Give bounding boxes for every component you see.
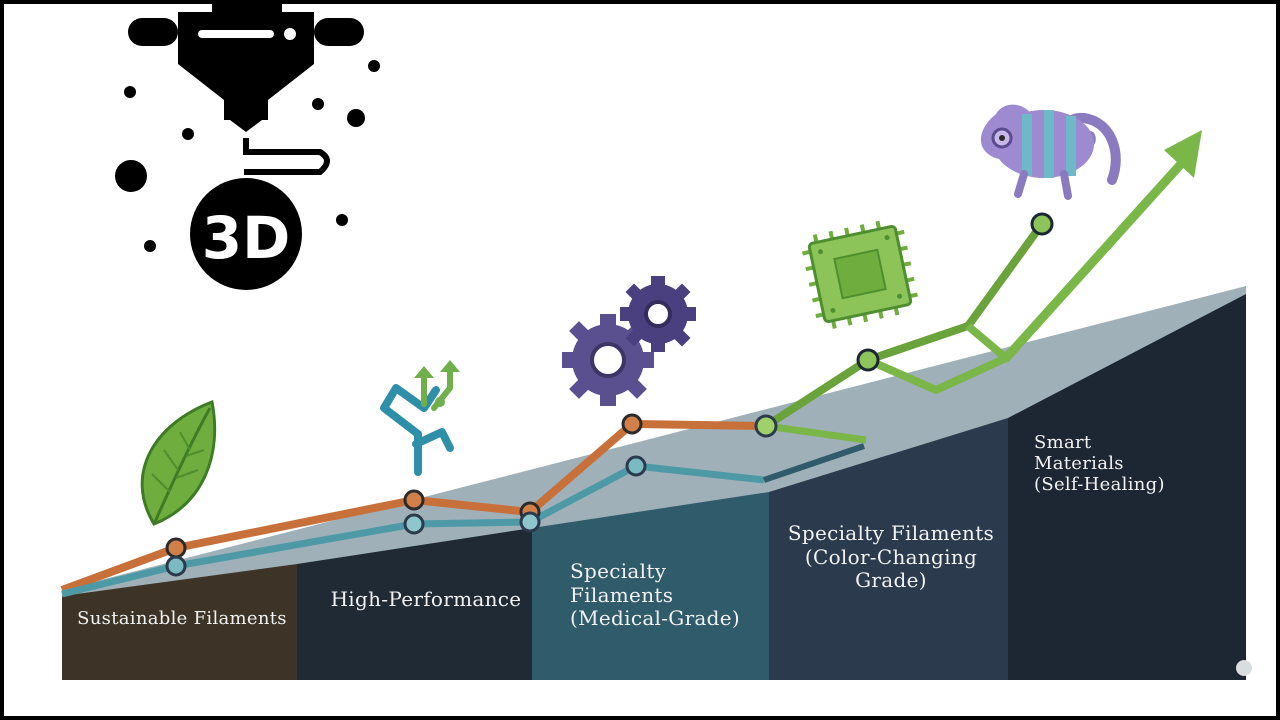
stage-label-color-changing: Specialty Filaments (Color-Changing Grad… bbox=[776, 521, 1006, 593]
green-growth-arrow bbox=[1001, 149, 1195, 363]
band-color-changing bbox=[769, 418, 1008, 680]
stage-label-medical-grade: Specialty Filaments (Medical-Grade) bbox=[570, 559, 770, 631]
branching-arrows-icon bbox=[380, 360, 460, 476]
label-line: Grade) bbox=[855, 568, 927, 593]
green-trend-line-branch bbox=[866, 322, 1010, 394]
corner-dot bbox=[1236, 660, 1252, 676]
teal-line-tail bbox=[763, 443, 865, 483]
stage-label-high-performance: High-Performance bbox=[304, 587, 548, 612]
band-sustainable bbox=[62, 564, 297, 680]
label-line: Specialty bbox=[570, 559, 667, 583]
label-line: (Self-Healing) bbox=[1034, 474, 1165, 496]
line-markers bbox=[165, 212, 1054, 577]
teal-trend-line bbox=[61, 462, 765, 598]
stage-label-smart-materials: Smart Materials (Self-Healing) bbox=[1034, 432, 1184, 496]
label-line: Specialty Filaments bbox=[787, 521, 995, 545]
label-line: Sustainable Filaments bbox=[77, 608, 287, 629]
stage-label-sustainable: Sustainable Filaments bbox=[64, 608, 300, 629]
green-trend-line-main bbox=[763, 221, 1046, 430]
label-line: High-Performance bbox=[330, 587, 522, 611]
growth-illustration: 3D bbox=[60, 4, 1252, 680]
label-line: Smart Materials bbox=[1034, 432, 1124, 475]
3d-printer-logo bbox=[115, 4, 380, 290]
microchip-icon bbox=[802, 220, 918, 329]
logo-3d-text: 3D bbox=[202, 204, 291, 272]
label-line: Filaments bbox=[570, 582, 674, 607]
orange-trend-line bbox=[60, 420, 767, 594]
green-trend-line-lower bbox=[765, 422, 867, 444]
band-smart-materials bbox=[1008, 294, 1246, 680]
arrow-head bbox=[1164, 130, 1202, 178]
band-medical-grade bbox=[532, 492, 769, 680]
label-line: (Color-Changing bbox=[804, 544, 978, 569]
chameleon-icon bbox=[980, 104, 1121, 200]
band-high-performance bbox=[297, 528, 532, 680]
gears-icon bbox=[562, 276, 696, 406]
label-line: (Medical-Grade) bbox=[570, 606, 740, 631]
leaf-icon bbox=[140, 399, 217, 526]
